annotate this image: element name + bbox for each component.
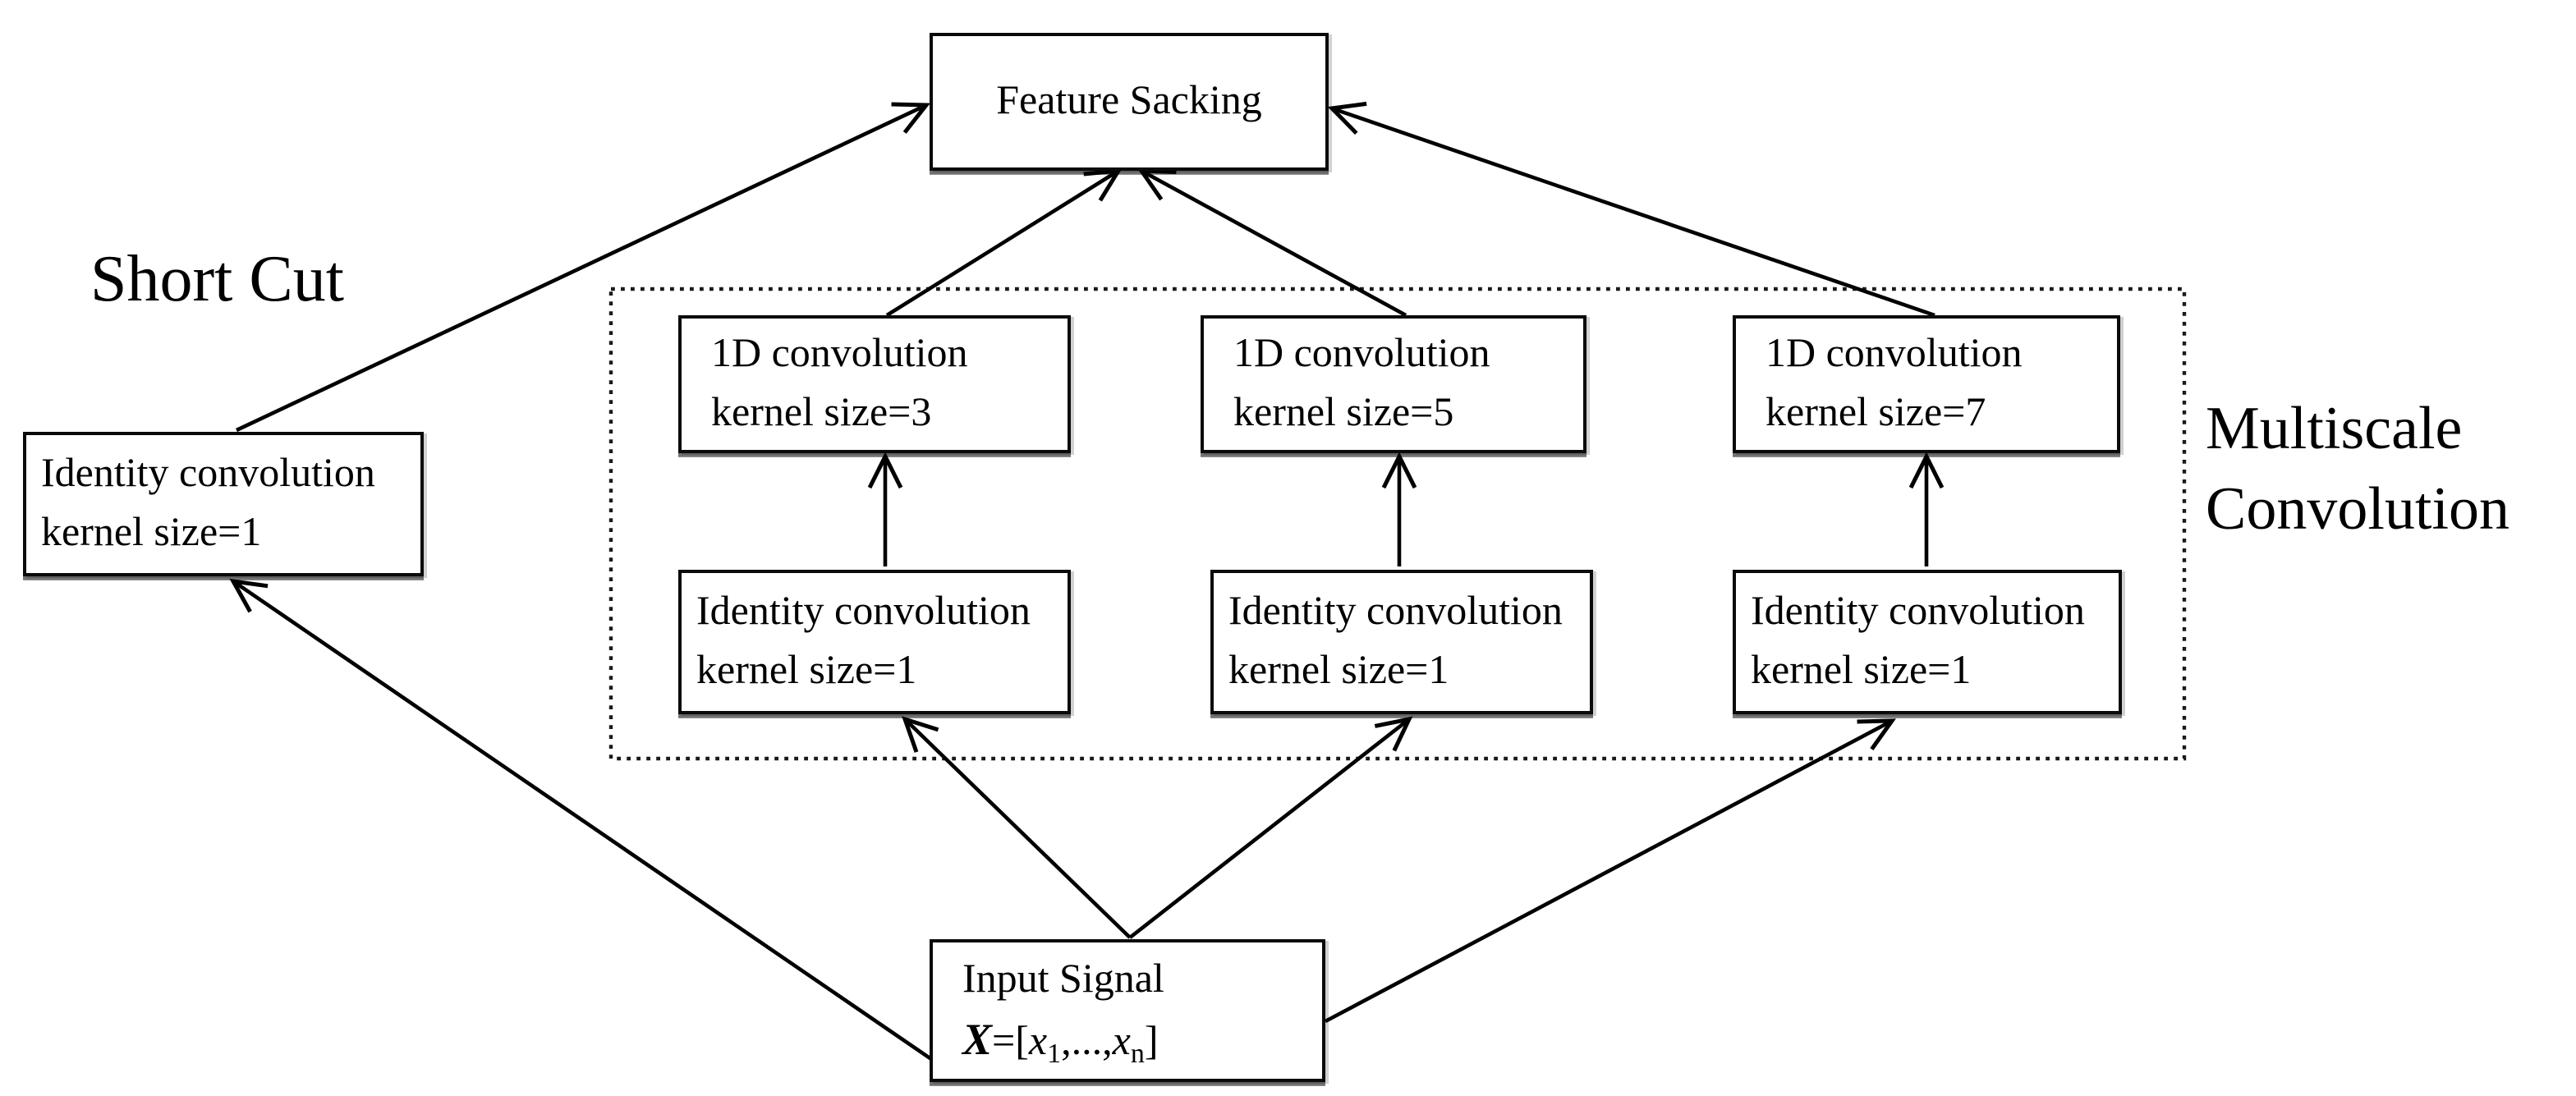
input-signal-box: Input Signal X=[x1,...,xn] xyxy=(930,939,1325,1082)
identity-left-line1: Identity convolution xyxy=(696,589,1031,634)
arrow-conv7-to-feature-stacking xyxy=(1327,101,1935,318)
arrow-conv3-to-feature-stacking xyxy=(885,168,1123,317)
identity-right-line2: kernel size=1 xyxy=(1751,649,1972,693)
identity-right-box: Identity convolution kernel size=1 xyxy=(1733,570,2122,714)
identity-mid-line1: Identity convolution xyxy=(1228,589,1563,634)
identity-right-line1: Identity convolution xyxy=(1751,589,2085,634)
shortcut-identity-box: Identity convolution kernel size=1 xyxy=(23,432,424,576)
multiscale-label-line1: Multiscale xyxy=(2206,396,2463,463)
arrow-conv5-to-feature-stacking xyxy=(1137,168,1407,318)
arrow-input-to-identity-left xyxy=(901,716,1132,939)
input-signal-formula: X=[x1,...,xn] xyxy=(933,1009,1322,1071)
identity-left-box: Identity convolution kernel size=1 xyxy=(678,570,1071,714)
arrow-input-to-identity-mid xyxy=(1128,716,1413,939)
arrow-shortcut-to-feature-stacking xyxy=(236,102,931,433)
identity-left-line2: kernel size=1 xyxy=(696,649,917,693)
conv-k5-line2: kernel size=5 xyxy=(1233,391,1454,435)
short-cut-label: Short Cut xyxy=(90,241,344,315)
formula-eq: =[ xyxy=(992,1019,1029,1063)
conv-k5-box: 1D convolution kernel size=5 xyxy=(1201,315,1586,453)
multiscale-group-border xyxy=(608,287,2187,761)
formula-close: ] xyxy=(1144,1019,1159,1063)
feature-stacking-box: Feature Sacking xyxy=(930,33,1329,171)
conv-k3-line2: kernel size=3 xyxy=(711,391,932,435)
identity-mid-line2: kernel size=1 xyxy=(1228,649,1449,693)
shortcut-identity-line2: kernel size=1 xyxy=(41,511,262,555)
shortcut-identity-line1: Identity convolution xyxy=(41,452,375,496)
conv-k7-line2: kernel size=7 xyxy=(1766,391,1986,435)
feature-stacking-label: Feature Sacking xyxy=(996,79,1262,123)
input-signal-label: Input Signal xyxy=(962,956,1164,1001)
formula-subn: n xyxy=(1130,1037,1145,1068)
conv-k3-line1: 1D convolution xyxy=(711,332,968,376)
conv-k5-line1: 1D convolution xyxy=(1233,332,1490,376)
multiscale-convolution-label: Multiscale Convolution xyxy=(2206,389,2509,550)
formula-xn: x xyxy=(1112,1019,1131,1063)
multiscale-label-line2: Convolution xyxy=(2206,476,2510,543)
conv-k7-line1: 1D convolution xyxy=(1766,332,2023,376)
arrow-input-to-identity-right xyxy=(1324,718,1896,1024)
conv-k7-box: 1D convolution kernel size=7 xyxy=(1733,315,2120,453)
formula-x1: x xyxy=(1028,1019,1048,1063)
formula-x: X xyxy=(962,1014,993,1063)
conv-k3-box: 1D convolution kernel size=3 xyxy=(678,315,1071,453)
arrow-input-to-shortcut-identity xyxy=(229,578,933,1061)
identity-mid-box: Identity convolution kernel size=1 xyxy=(1210,570,1593,714)
formula-sub1: 1 xyxy=(1047,1037,1062,1068)
formula-dots: ,..., xyxy=(1061,1019,1113,1063)
